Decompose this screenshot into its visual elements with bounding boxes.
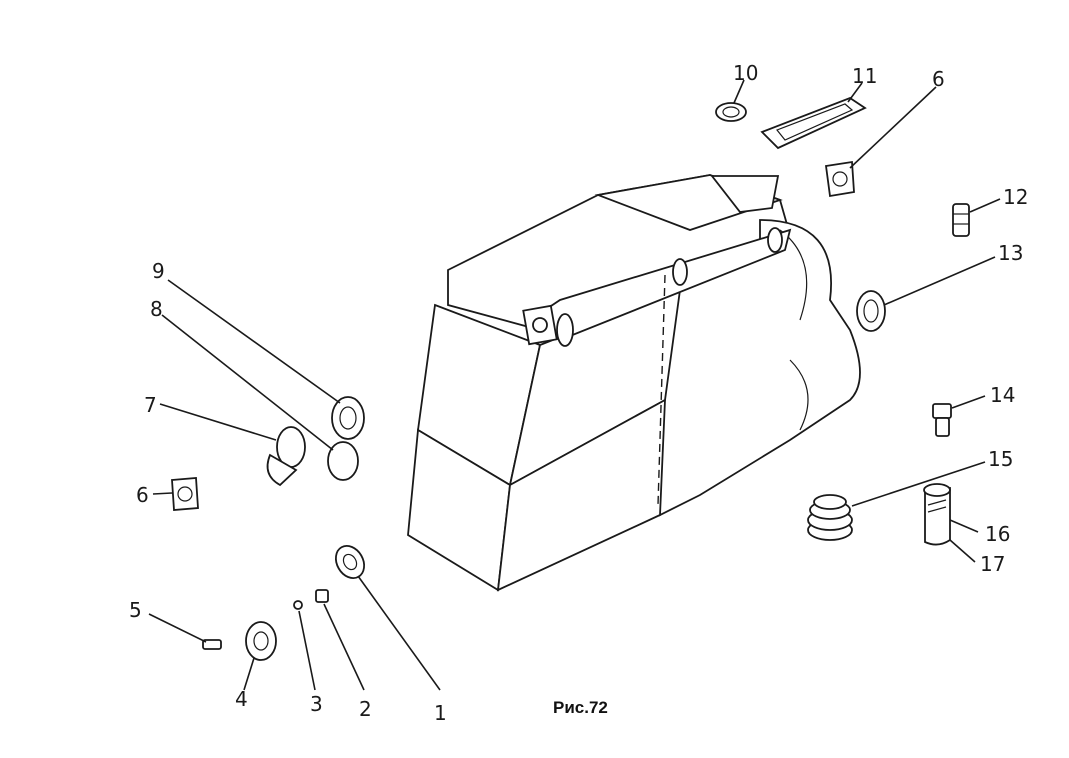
leader-lines (148, 79, 1001, 691)
part-6-gasket-left (171, 477, 199, 511)
callout-14: 14 (990, 383, 1015, 407)
part-4-flange (245, 621, 277, 661)
callout-4: 4 (235, 687, 248, 711)
tank-assembly (407, 174, 861, 592)
part-14-plug (932, 403, 952, 437)
callout-12: 12 (1003, 185, 1028, 209)
callout-7: 7 (144, 393, 157, 417)
callout-5: 5 (129, 598, 142, 622)
part-5-bolt (202, 639, 222, 650)
callout-8: 8 (150, 297, 163, 321)
part-9-gasket (331, 396, 365, 440)
part-15-spring (807, 494, 853, 541)
part-8-disc (327, 441, 359, 481)
callout-10: 10 (733, 61, 758, 85)
callout-11: 11 (852, 64, 877, 88)
part-6-gasket-upper (824, 160, 855, 198)
callout-13: 13 (998, 241, 1023, 265)
callout-9: 9 (152, 259, 165, 283)
part-1-gasket (334, 545, 366, 579)
part-11-gasket-plate (760, 96, 867, 150)
callout-2: 2 (359, 697, 372, 721)
callout-3: 3 (310, 692, 323, 716)
part-10-gasket-ring (715, 102, 747, 122)
callout-17: 17 (980, 552, 1005, 576)
part-16-17-filter (923, 483, 951, 546)
part-13-flange-ring (856, 290, 886, 332)
callout-6-top: 6 (932, 67, 945, 91)
part-2-bushing (315, 589, 329, 603)
callout-labels: 1 2 3 4 5 6 7 8 9 10 11 6 12 13 14 15 16… (129, 61, 1028, 725)
callout-6-left: 6 (136, 483, 149, 507)
part-7-elbow (266, 426, 306, 487)
part-12-fitting (952, 203, 970, 237)
figure-caption: Рис.72 (553, 698, 608, 717)
part-3-nut (293, 600, 303, 610)
callout-15: 15 (988, 447, 1013, 471)
callout-16: 16 (985, 522, 1010, 546)
callout-1: 1 (434, 701, 447, 725)
